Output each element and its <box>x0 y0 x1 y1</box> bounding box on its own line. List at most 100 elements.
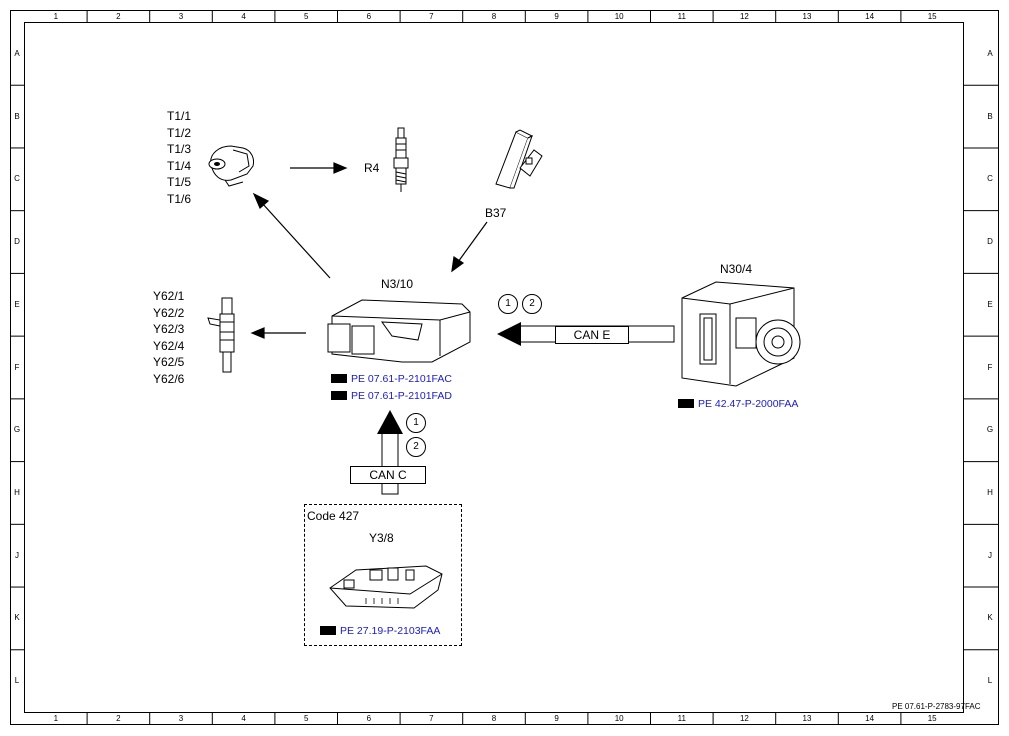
grid-column-label: 11 <box>677 12 686 21</box>
injector-label: Y62/5 <box>153 355 185 369</box>
coil-label: T1/6 <box>167 191 192 206</box>
esp-control-unit-icon <box>681 281 801 387</box>
esp-reference-text: PE 42.47-P-2000FAA <box>698 398 799 410</box>
injector-label: Y62/3 <box>153 322 185 336</box>
grid-column-label: 1 <box>53 714 59 723</box>
network-circle-1: 1 <box>406 413 426 433</box>
coil-label: T1/4 <box>167 158 192 173</box>
spark-plug-label: R4 <box>364 161 380 175</box>
control-unit-icon <box>327 299 471 363</box>
valve-body-reference-text: PE 27.19-P-2103FAA <box>340 625 441 637</box>
coil-label: T1/3 <box>167 142 192 156</box>
injector-labels: Y62/1 Y62/2 Y62/3 Y62/4 Y62/5 Y62/6 <box>153 288 184 387</box>
spark-plug-icon <box>393 127 409 192</box>
grid-row-label: F <box>987 362 993 372</box>
injector-label: Y62/4 <box>153 338 185 353</box>
document-id: PE 07.61-P-2783-97FAC <box>892 702 981 711</box>
pedal-label: B37 <box>485 206 507 220</box>
grid-column-label: 7 <box>429 12 434 21</box>
network-circle-1: 1 <box>498 294 518 314</box>
grid-column-label: 2 <box>116 714 121 723</box>
injector-label: Y62/2 <box>153 305 185 320</box>
grid-column-label: 14 <box>865 12 875 21</box>
grid-column-label: 10 <box>614 714 624 723</box>
pointer-hand-icon <box>320 625 336 635</box>
grid-row-label: B <box>987 111 993 121</box>
grid-column-label: 4 <box>241 714 246 723</box>
pointer-hand-icon <box>331 373 347 383</box>
valve-body-reference[interactable]: PE 27.19-P-2103FAA <box>320 625 440 637</box>
grid-row-label: C <box>987 174 993 184</box>
grid-row-label: H <box>14 487 20 497</box>
grid-column-label: 12 <box>739 12 749 21</box>
grid-column-label: 12 <box>739 714 749 723</box>
grid-column-label: 4 <box>241 12 246 21</box>
grid-column-label: 9 <box>554 12 559 21</box>
ecu-reference-2-text: PE 07.61-P-2101FAD <box>351 390 452 402</box>
grid-column-label: 13 <box>802 714 812 723</box>
grid-column-label: 5 <box>303 12 309 21</box>
injector-label: Y62/1 <box>153 289 185 303</box>
grid-column-label: 13 <box>802 12 812 21</box>
ecu-reference-2[interactable]: PE 07.61-P-2101FAD <box>331 390 452 402</box>
grid-column-label: 15 <box>927 714 937 723</box>
grid-row-label: A <box>987 48 993 58</box>
accelerator-pedal-icon <box>495 129 543 189</box>
grid-column-label: 1 <box>53 12 59 21</box>
grid-row-label: F <box>14 362 20 372</box>
grid-row-label: A <box>14 48 20 58</box>
grid-column-label: 3 <box>178 714 184 723</box>
grid-column-label: 6 <box>366 12 372 21</box>
pointer-hand-icon <box>331 390 347 400</box>
grid-row-label: B <box>14 111 20 121</box>
grid-column-label: 14 <box>865 714 875 723</box>
injector-label: Y62/6 <box>153 371 185 386</box>
esp-unit-label: N30/4 <box>720 262 753 276</box>
grid-row-label: G <box>13 425 21 435</box>
grid-row-label: C <box>14 174 20 184</box>
grid-column-label: 5 <box>303 714 309 723</box>
grid-row-label: K <box>987 613 993 623</box>
grid-column-label: 8 <box>491 714 497 723</box>
grid-row-label: E <box>14 299 20 309</box>
grid-column-label: 7 <box>429 714 434 723</box>
pointer-hand-icon <box>678 398 694 408</box>
grid-column-label: 8 <box>491 12 497 21</box>
grid-column-label: 10 <box>614 12 624 21</box>
can-c-label: CAN C <box>350 466 426 484</box>
grid-row-label: J <box>988 550 992 560</box>
ecu-reference-1[interactable]: PE 07.61-P-2101FAC <box>331 373 452 385</box>
transmission-control-icon <box>329 565 443 609</box>
esp-reference[interactable]: PE 42.47-P-2000FAA <box>678 398 798 410</box>
grid-column-label: 9 <box>554 714 559 723</box>
code-427-label: Code 427 <box>307 509 360 523</box>
ignition-coil-icon <box>208 145 254 187</box>
grid-column-label: 3 <box>178 12 184 21</box>
grid-column-label: 2 <box>116 12 121 21</box>
network-circle-2: 2 <box>522 294 542 314</box>
grid-row-label: L <box>987 676 993 686</box>
coil-label: T1/2 <box>167 125 192 140</box>
grid-row-label: K <box>14 613 20 623</box>
grid-row-label: G <box>986 425 994 435</box>
ecu-label: N3/10 <box>381 277 414 291</box>
can-e-label: CAN E <box>555 326 629 344</box>
grid-column-label: 15 <box>927 12 937 21</box>
grid-row-label: D <box>14 237 20 247</box>
grid-row-label: J <box>15 550 19 560</box>
fuel-injector-icon <box>207 297 235 373</box>
coil-label: T1/5 <box>167 175 192 189</box>
grid-row-label: D <box>987 237 993 247</box>
valve-body-label: Y3/8 <box>369 531 394 545</box>
coil-label: T1/1 <box>167 109 192 123</box>
grid-row-label: L <box>14 676 20 686</box>
grid-column-label: 11 <box>677 714 686 723</box>
grid-row-label: H <box>987 487 993 497</box>
grid-row-label: E <box>987 299 993 309</box>
grid-column-label: 6 <box>366 714 372 723</box>
ignition-coil-labels: T1/1 T1/2 T1/3 T1/4 T1/5 T1/6 <box>167 108 191 207</box>
code-427-box <box>304 504 462 646</box>
ecu-reference-1-text: PE 07.61-P-2101FAC <box>351 373 452 385</box>
